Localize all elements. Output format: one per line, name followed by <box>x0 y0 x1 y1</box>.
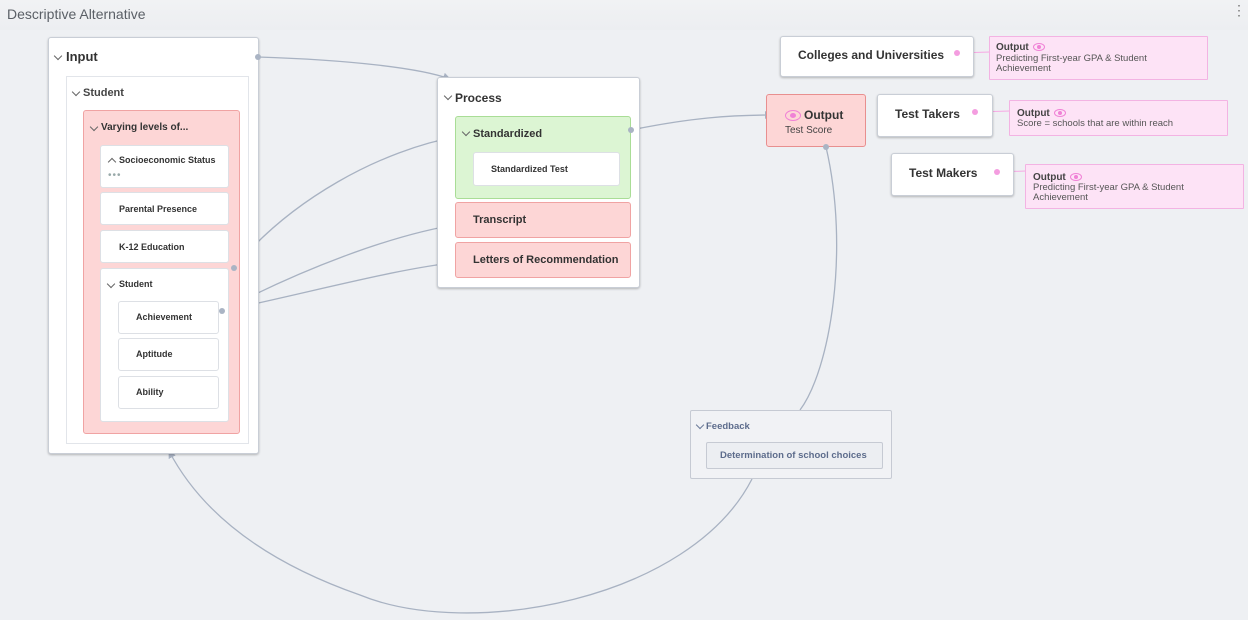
chevron-up-icon[interactable] <box>107 157 117 167</box>
chevron-down-icon[interactable] <box>461 127 471 137</box>
connector-handle[interactable] <box>823 144 829 150</box>
output-node[interactable]: Output Test Score <box>766 94 866 147</box>
student-group-label: Student <box>83 87 124 99</box>
socioeconomic-status-node[interactable]: Socioeconomic Status ••• <box>100 145 229 188</box>
eye-icon[interactable] <box>785 110 801 121</box>
connector-handle[interactable] <box>994 169 1000 175</box>
k12-education-node[interactable]: K-12 Education <box>100 230 229 263</box>
ellipsis-icon[interactable]: ••• <box>108 170 122 181</box>
page-title: Descriptive Alternative <box>7 6 146 22</box>
eye-icon[interactable] <box>1054 109 1066 117</box>
test-takers-output-note[interactable]: Output Score = schools that are within r… <box>1009 100 1228 136</box>
output-note-label: Output <box>1033 172 1066 183</box>
test-makers-label: Test Makers <box>909 166 978 180</box>
test-makers-output-note[interactable]: Output Predicting First-year GPA & Stude… <box>1025 164 1244 209</box>
kebab-menu-icon[interactable]: ⋮ <box>1232 2 1246 18</box>
output-node-label: Output <box>804 108 844 122</box>
achievement-node[interactable]: Achievement <box>118 301 219 334</box>
connector-feedback-input <box>168 450 753 614</box>
connector-handle[interactable] <box>954 50 960 56</box>
chevron-down-icon[interactable] <box>89 122 99 132</box>
connector-output-feedback <box>799 146 838 411</box>
output-node-sublabel: Test Score <box>785 125 833 136</box>
standardized-test-node[interactable]: Standardized Test <box>473 152 620 186</box>
colleges-universities-label: Colleges and Universities <box>798 48 945 62</box>
chevron-down-icon[interactable] <box>53 51 63 61</box>
connector-handle[interactable] <box>231 265 237 271</box>
header-bar <box>0 0 1248 30</box>
student-subgroup-label: Student <box>119 279 153 289</box>
school-choices-label: Determination of school choices <box>720 450 867 461</box>
connector-handle[interactable] <box>628 127 634 133</box>
connector-input-process <box>257 56 451 81</box>
feedback-label: Feedback <box>706 421 750 432</box>
socioeconomic-status-label: Socioeconomic Status <box>119 155 216 165</box>
process-label: Process <box>455 91 502 105</box>
output-note-text: Predicting First-year GPA & Student Achi… <box>1033 182 1184 203</box>
chevron-down-icon[interactable] <box>106 279 116 289</box>
letters-of-recommendation-node[interactable]: Letters of Recommendation <box>455 242 631 278</box>
output-note-text: Predicting First-year GPA & Student Achi… <box>996 53 1147 74</box>
aptitude-node[interactable]: Aptitude <box>118 338 219 371</box>
connector-handle[interactable] <box>972 109 978 115</box>
k12-education-label: K-12 Education <box>119 242 185 252</box>
letters-of-recommendation-label: Letters of Recommendation <box>473 254 619 266</box>
aptitude-label: Aptitude <box>136 349 173 359</box>
output-note-label: Output <box>1017 108 1050 119</box>
varying-levels-label: Varying levels of... <box>101 122 189 133</box>
transcript-node[interactable]: Transcript <box>455 202 631 238</box>
eye-icon[interactable] <box>1033 43 1045 51</box>
colleges-output-note[interactable]: Output Predicting First-year GPA & Stude… <box>989 36 1208 80</box>
eye-icon[interactable] <box>1070 173 1082 181</box>
parental-presence-node[interactable]: Parental Presence <box>100 192 229 225</box>
ability-node[interactable]: Ability <box>118 376 219 409</box>
parental-presence-label: Parental Presence <box>119 204 198 214</box>
connector-standardized-output <box>630 111 773 131</box>
output-note-label: Output <box>996 42 1029 53</box>
input-label: Input <box>66 49 98 64</box>
connector-handle[interactable] <box>219 308 225 314</box>
chevron-down-icon[interactable] <box>695 420 705 430</box>
school-choices-node[interactable]: Determination of school choices <box>706 442 883 469</box>
standardized-test-label: Standardized Test <box>491 164 568 174</box>
colleges-universities-node[interactable]: Colleges and Universities <box>780 36 974 77</box>
standardized-label: Standardized <box>473 128 543 140</box>
ability-label: Ability <box>136 387 164 397</box>
connector-handle[interactable] <box>255 54 261 60</box>
test-takers-node[interactable]: Test Takers <box>877 94 993 137</box>
connector-k12-standardized <box>233 133 461 269</box>
output-note-text: Score = schools that are within reach <box>1017 118 1174 129</box>
achievement-label: Achievement <box>136 312 193 322</box>
chevron-down-icon[interactable] <box>443 91 453 101</box>
chevron-down-icon[interactable] <box>71 87 81 97</box>
test-takers-label: Test Takers <box>895 107 960 121</box>
transcript-label: Transcript <box>473 214 527 226</box>
test-makers-node[interactable]: Test Makers <box>891 153 1014 196</box>
